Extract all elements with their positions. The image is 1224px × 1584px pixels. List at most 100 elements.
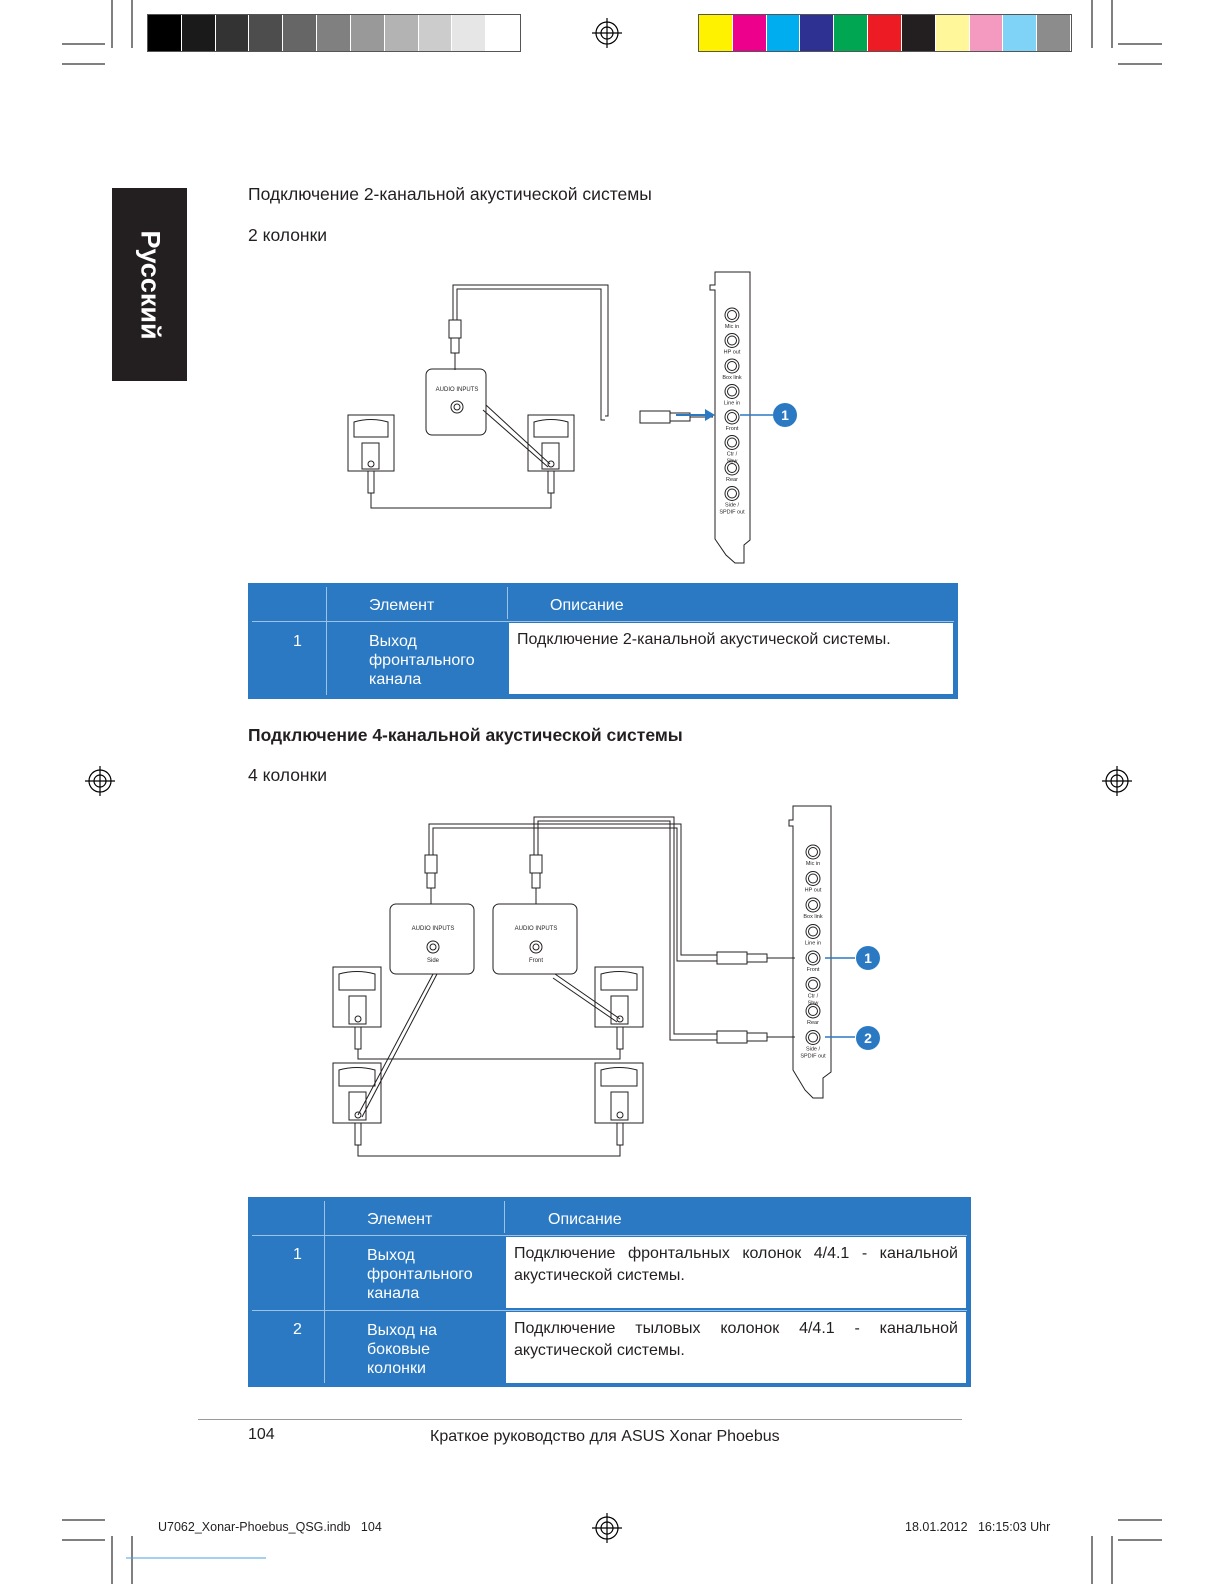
card1-port-jack [724,333,740,348]
card2-port-jack [808,1006,818,1016]
card2-port-jack [805,844,821,860]
table2-header-element: Элемент [367,1211,433,1228]
table1-header-element: Элемент [369,597,435,614]
process-color-swatch [732,15,767,51]
registration-mark-right [1102,766,1132,796]
process-color-swatch [901,15,936,51]
grayscale-swatch [317,15,351,51]
audio-inputs-right-label: AUDIO INPUTS [515,926,558,932]
section2-speakers-label: 4 колонки [248,765,328,785]
card2-port-jack [808,847,818,857]
card2-port-label: SPDIF out [800,1054,826,1060]
table1-row-description: Подключение 2-канальной акустической сис… [509,623,953,694]
card2-port-jack [808,953,818,963]
grayscale-color-bar [147,14,521,52]
card1-port-jack [724,358,740,374]
card2-port-jack [805,1030,821,1045]
grayscale-swatch [486,15,520,51]
process-color-swatch [935,15,970,51]
footer-rule [198,1419,962,1420]
table2-row1-number: 1 [293,1246,302,1263]
audio-inputs-left-label: AUDIO INPUTS [412,926,455,932]
card1-port-label: Line in [724,401,740,407]
card2-port-label: Line in [805,941,821,947]
section2-heading: Подключение 4-канальной акустической сис… [248,725,683,745]
card2-port-jack [808,1032,818,1043]
card1-port-jack [727,463,737,473]
card2-port-jack [805,1003,821,1019]
card2-port-label: Box link [803,914,823,920]
slug-date-info: 18.01.2012 16:15:03 Uhr [905,1520,1051,1534]
audio-inputs-label: AUDIO INPUTS [436,387,479,393]
section1-heading: Подключение 2-канальной акустической сис… [248,184,652,204]
process-color-swatch [766,15,801,51]
language-tab-label: Русский [135,229,165,340]
card2-port-label: Front [807,967,820,973]
slug-file-info: U7062_Xonar-Phoebus_QSG.indb 104 [158,1520,382,1534]
registration-mark-bottom [592,1513,622,1543]
process-color-bar [698,14,1072,52]
registration-mark-top [592,18,622,48]
process-color-swatch [834,15,869,51]
card2-port-label: Ctr / [808,994,819,1000]
card1-port-label: Mic in [725,324,739,330]
card1-port-label: Box link [722,375,742,381]
card2-port-jack [805,977,821,992]
card1-port-jack [724,435,740,450]
card1-port-jack [727,386,737,397]
language-tab: Русский [112,188,187,381]
table2-row2-description: Подключение тыловых колонок 4/4.1 - кана… [506,1312,966,1383]
process-color-swatch [699,15,733,51]
card1-port-jack [724,460,740,476]
process-color-swatch [868,15,902,51]
footer-title: Краткое руководство для ASUS Xonar Phoeb… [430,1428,780,1445]
callout-1: 1 [781,407,789,423]
card2-port-jack [808,926,818,937]
card1-port-label: Front [726,426,739,432]
process-color-swatch [1037,15,1071,51]
callout-1: 1 [864,950,872,966]
box-left-label: Side [427,958,440,964]
card1-port-jack [724,307,740,323]
grayscale-swatch [215,15,250,51]
table2-row2-element: Выход на боковые колонки [367,1322,438,1377]
card1-port-label: Rear [726,477,738,483]
card1-port-jack [727,488,737,499]
table1-row-number: 1 [293,633,302,650]
card1-port-jack [727,437,737,448]
table1-header-description: Описание [550,597,624,614]
card2-port-jack [805,871,821,886]
card2-port-jack [805,924,821,939]
grayscale-swatch [148,15,182,51]
card2-port-label: Sbw [808,1001,819,1007]
grayscale-swatch [384,15,419,51]
table2-row1-description: Подключение фронтальных колонок 4/4.1 - … [506,1237,966,1308]
card2-port-jack [808,873,818,884]
card1-port-jack [727,335,737,346]
grayscale-swatch [452,15,487,51]
card1-port-jack [724,486,740,501]
table1-row-element: Выход фронтального канала [369,633,475,688]
card2-port-label: Rear [807,1020,819,1026]
table-2-channel: Элемент Описание 1 Выход фронтального ка… [248,583,958,699]
grayscale-swatch [418,15,453,51]
page-number: 104 [248,1426,275,1443]
table2-header-description: Описание [548,1211,622,1228]
registration-mark-left [85,766,115,796]
process-color-swatch [1003,15,1038,51]
card1-port-jack [724,409,740,425]
card2-port-jack [805,897,821,913]
grayscale-swatch [350,15,385,51]
table-4-channel: Элемент Описание 1 Выход фронтального ка… [248,1197,971,1387]
section1-speakers-label: 2 колонки [248,225,328,245]
grayscale-swatch [283,15,318,51]
table2-row1-element: Выход фронтального канала [367,1247,473,1302]
card2-port-label: Mic in [806,861,820,867]
grayscale-swatch [181,15,216,51]
process-color-swatch [800,15,835,51]
card1-port-jack [724,384,740,399]
card1-port-jack [727,310,737,320]
